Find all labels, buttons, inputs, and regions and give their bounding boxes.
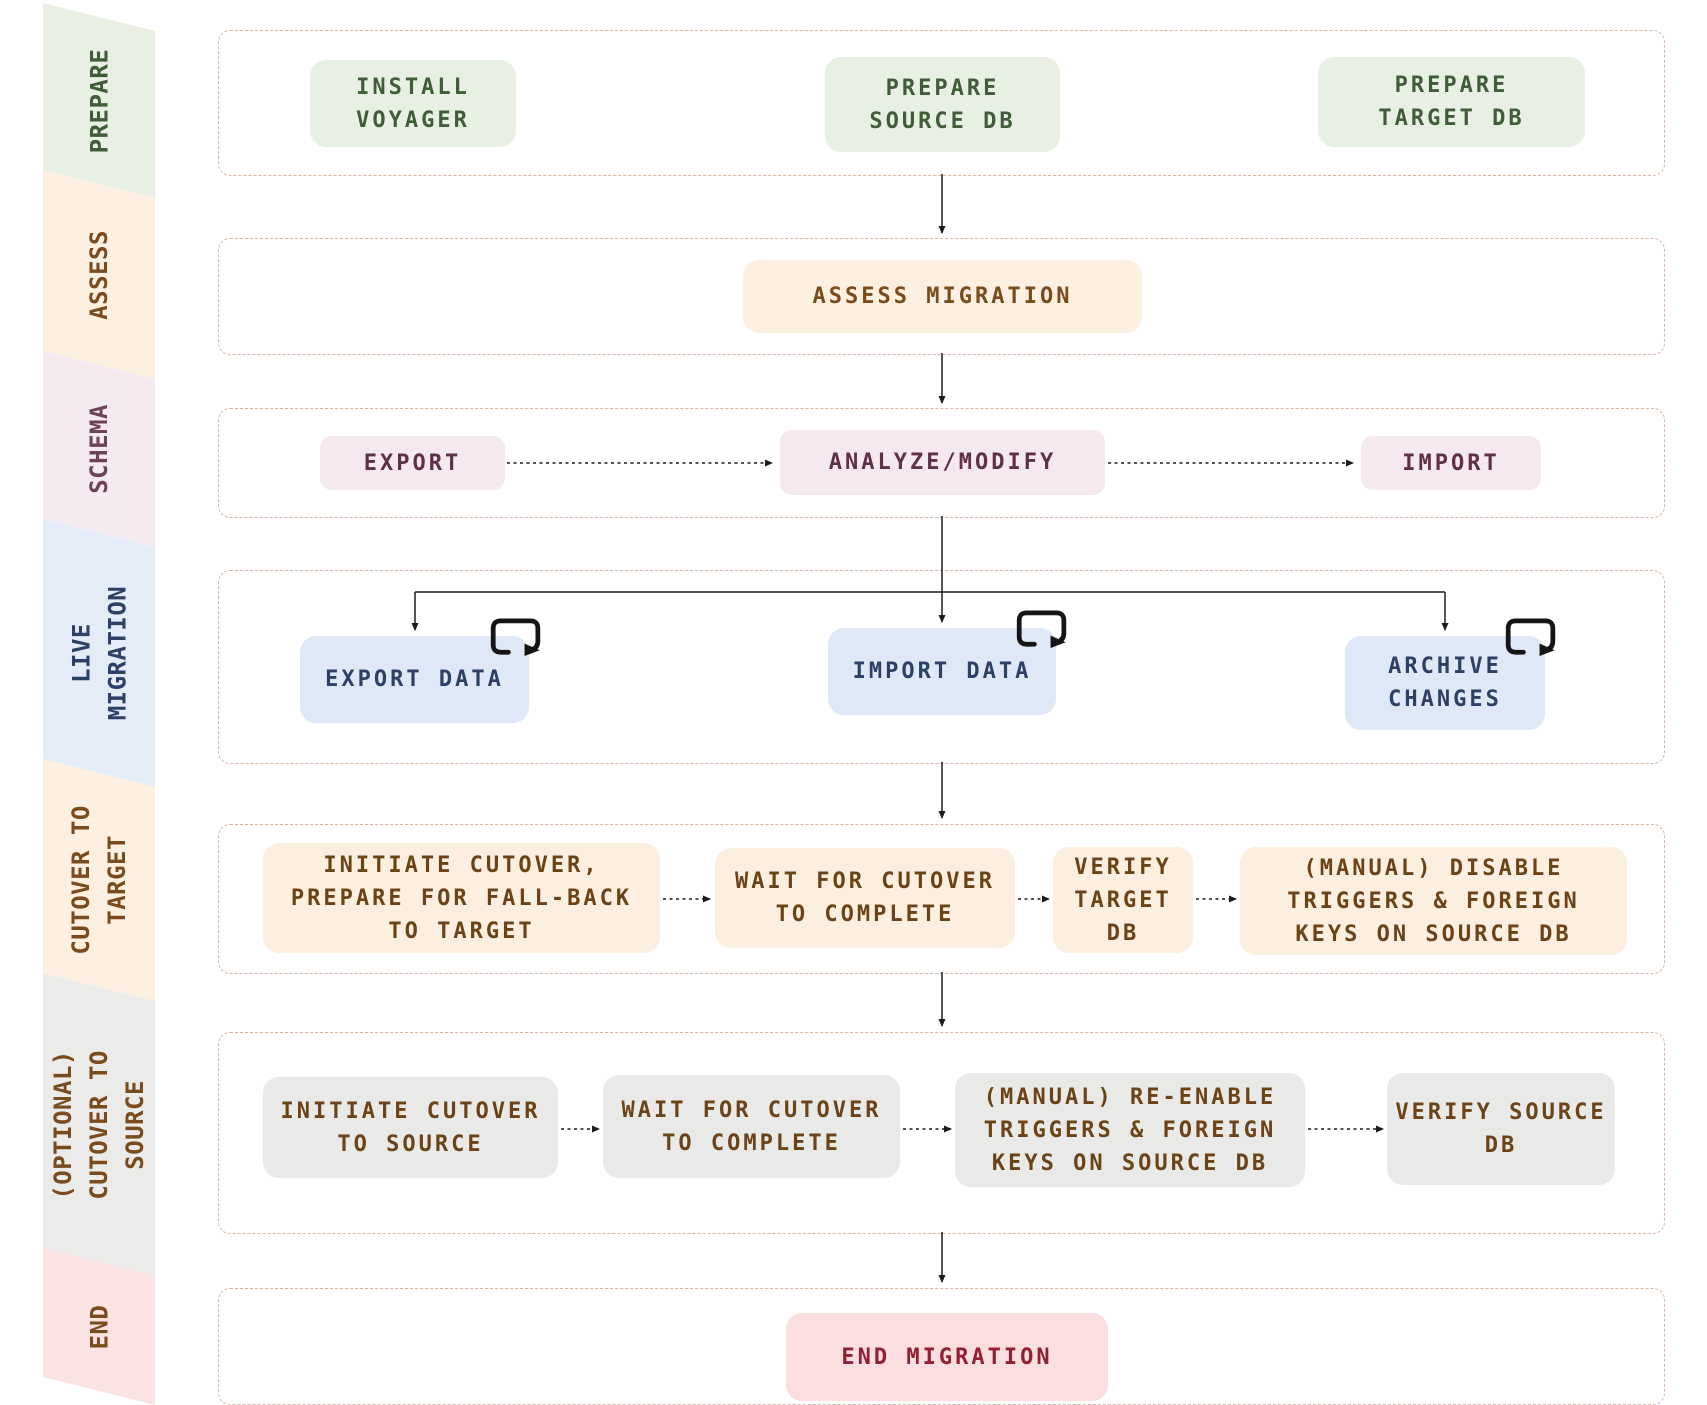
phase-cutover-target: CUTOVER TO TARGET [43, 759, 155, 1001]
phase-cutover-source-label: (OPTIONAL) CUTOVER TO SOURCE [49, 1049, 149, 1200]
box-prepare-target-db: PREPARE TARGET DB [1318, 57, 1585, 147]
box-disable-triggers: (MANUAL) DISABLE TRIGGERS & FOREIGN KEYS… [1240, 847, 1627, 955]
box-assess-migration: ASSESS MIGRATION [743, 260, 1142, 333]
phase-cutover-source: (OPTIONAL) CUTOVER TO SOURCE [43, 973, 155, 1276]
repeat-loop-icon [490, 618, 541, 656]
phase-prepare: PREPARE [43, 3, 155, 198]
box-initiate-cutover-target: INITIATE CUTOVER, PREPARE FOR FALL-BACK … [263, 843, 660, 953]
phase-schema: SCHEMA [43, 351, 155, 547]
box-verify-target-db: VERIFY TARGET DB [1053, 847, 1193, 953]
phase-end: END [43, 1248, 155, 1405]
box-reenable-triggers: (MANUAL) RE-ENABLE TRIGGERS & FOREIGN KE… [955, 1073, 1305, 1187]
phase-assess: ASSESS [43, 170, 155, 379]
repeat-loop-icon [1016, 610, 1067, 648]
box-wait-cutover-source: WAIT FOR CUTOVER TO COMPLETE [603, 1075, 900, 1178]
phase-assess-label: ASSESS [84, 229, 113, 320]
phase-cutover-target-label: CUTOVER TO TARGET [67, 805, 131, 955]
box-verify-source-db: VERIFY SOURCE DB [1387, 1073, 1615, 1185]
box-export-schema: EXPORT [320, 436, 505, 490]
repeat-loop-icon [1505, 618, 1556, 656]
box-analyze-modify: ANALYZE/MODIFY [780, 430, 1105, 495]
phase-live-migration-label: LIVE MIGRATION [67, 585, 132, 721]
phase-ribbon: PREPARE ASSESS SCHEMA LIVE MIGRATION CUT… [43, 3, 155, 1405]
box-install-voyager: INSTALL VOYAGER [310, 60, 516, 147]
phase-prepare-label: PREPARE [85, 48, 113, 153]
box-export-data: EXPORT DATA [300, 636, 529, 723]
box-import-schema: IMPORT [1361, 436, 1541, 490]
phase-schema-label: SCHEMA [84, 404, 113, 494]
box-end-migration: END MIGRATION [786, 1313, 1108, 1401]
box-import-data: IMPORT DATA [828, 628, 1056, 715]
phase-end-label: END [84, 1304, 113, 1349]
box-initiate-cutover-source: INITIATE CUTOVER TO SOURCE [263, 1077, 558, 1178]
phase-live-migration: LIVE MIGRATION [43, 519, 155, 787]
box-prepare-source-db: PREPARE SOURCE DB [825, 57, 1060, 152]
box-wait-cutover-target: WAIT FOR CUTOVER TO COMPLETE [715, 848, 1015, 948]
